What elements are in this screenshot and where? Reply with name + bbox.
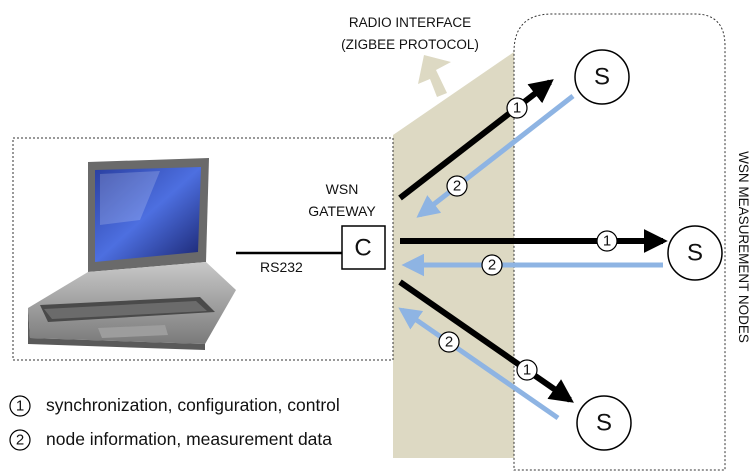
- measurement-nodes-region: [513, 13, 726, 471]
- marker-2-top: 2: [446, 175, 468, 197]
- rs232-label: RS232: [260, 259, 303, 275]
- sensor-node-middle: S: [667, 225, 723, 281]
- legend-marker-1: 1: [16, 398, 24, 415]
- legend-item-2: 2 node information, measurement data: [9, 429, 332, 451]
- gateway-label-line2: GATEWAY: [308, 203, 376, 219]
- marker-2-bottom: 2: [438, 331, 460, 353]
- legend-marker-2: 2: [16, 432, 24, 449]
- gateway-label-line1: WSN: [326, 181, 359, 197]
- svg-text:S: S: [594, 64, 610, 91]
- uplink-arrow-top: [416, 94, 575, 218]
- radio-interface-label-line1: RADIO INTERFACE: [349, 15, 471, 30]
- gateway-boundary: [12, 137, 394, 361]
- legend-text-1: synchronization, configuration, control: [46, 395, 340, 415]
- radio-interface-label-line2: (ZIGBEE PROTOCOL): [341, 37, 479, 52]
- svg-text:1: 1: [523, 362, 531, 379]
- marker-1-middle: 1: [596, 230, 618, 252]
- sensor-node-bottom: S: [576, 395, 632, 451]
- radio-interface-band: [393, 52, 514, 458]
- svg-text:S: S: [596, 410, 612, 437]
- measurement-nodes-label: WSN MEASUREMENT NODES: [736, 151, 751, 343]
- svg-text:2: 2: [453, 178, 461, 195]
- svg-text:S: S: [687, 240, 703, 267]
- svg-text:2: 2: [488, 257, 496, 274]
- marker-1-top: 1: [506, 97, 528, 119]
- legend-text-2: node information, measurement data: [46, 429, 332, 449]
- marker-2-middle: 2: [481, 254, 503, 276]
- laptop-icon: [28, 158, 236, 350]
- radio-interface-pointer: [418, 55, 451, 97]
- sensor-node-top: S: [574, 49, 630, 105]
- marker-1-bottom: 1: [516, 359, 538, 381]
- legend-item-1: 1 synchronization, configuration, contro…: [9, 395, 340, 417]
- gateway-node-label: C: [354, 235, 371, 262]
- svg-text:1: 1: [513, 100, 521, 117]
- gateway-box: [341, 225, 386, 270]
- svg-text:2: 2: [445, 334, 453, 351]
- svg-text:1: 1: [603, 233, 611, 250]
- uplink-arrow-bottom: [398, 307, 560, 421]
- downlink-arrow-bottom: [398, 279, 574, 403]
